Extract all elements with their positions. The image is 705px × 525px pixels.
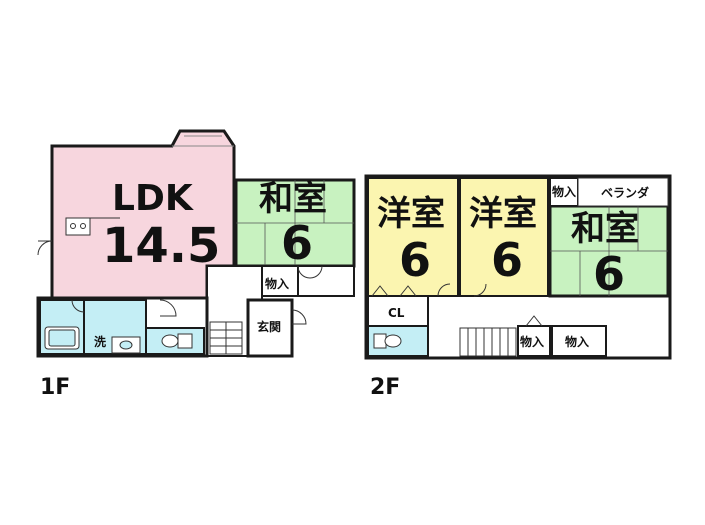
washitsu-2f-size: 6 (593, 247, 625, 301)
western-room-2 (459, 177, 549, 297)
floor-2f-label: 2F (370, 375, 400, 400)
washitsu-2f-name: 和室 (571, 209, 639, 249)
ldk-name: LDK (112, 178, 194, 219)
balcony-label: ベランダ (601, 185, 649, 200)
storage-2f-bottom-2-label: 物入 (565, 334, 589, 349)
closet-label: CL (388, 306, 405, 320)
washitsu-1f-size: 6 (281, 216, 313, 270)
balcony (577, 177, 669, 207)
floor-1f-label: 1F (40, 375, 70, 400)
storage-1f-label: 物入 (265, 276, 289, 291)
entrance-room (246, 298, 294, 358)
storage-2f-bottom-1-label: 物入 (520, 334, 544, 349)
stairs-1f (209, 321, 243, 355)
first-floor: LDK 14.5 和室 6 物入 玄関 洗 1F (36, 129, 356, 400)
western-2-name: 洋室 (469, 194, 537, 234)
ldk-size: 14.5 (102, 218, 220, 274)
western-1-name: 洋室 (377, 194, 445, 234)
entrance-label: 玄関 (257, 319, 281, 334)
second-floor: 洋室 6 洋室 6 和室 6 CL 物入 ベランダ 物入 物入 2F (364, 174, 672, 400)
closet (367, 295, 429, 327)
washroom-label: 洗 (94, 334, 106, 349)
western-room-1 (367, 177, 459, 297)
western-1-size: 6 (399, 233, 431, 287)
washitsu-1f-name: 和室 (259, 179, 327, 219)
storage-2f-bottom-2 (551, 325, 607, 357)
kitchen-counter (65, 217, 91, 236)
western-2-size: 6 (491, 233, 523, 287)
stairs-2f (459, 327, 517, 357)
storage-2f-top-label: 物入 (552, 184, 576, 199)
storage-2f-bottom-1 (517, 325, 551, 357)
